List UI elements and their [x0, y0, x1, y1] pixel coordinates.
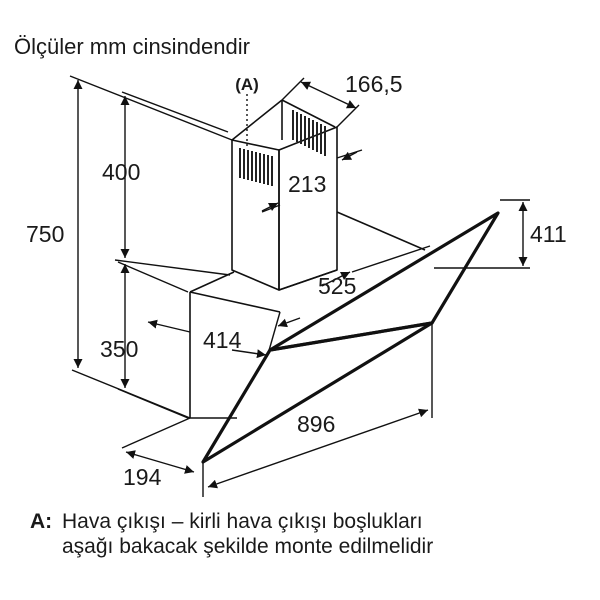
dim-depth-194 [121, 417, 195, 474]
dim-height-chimney-label: 400 [102, 159, 140, 185]
air-outlet-marker: (A) [235, 75, 259, 94]
hood-body-outline [189, 211, 426, 419]
dim-width-896-label: 896 [297, 411, 335, 437]
dim-depth-414-label: 414 [203, 327, 242, 353]
dim-height-total-label: 750 [26, 221, 64, 247]
glass-panel-lower [201, 321, 434, 464]
footnote-line-2: aşağı bakacak şekilde monte edilmelidir [62, 535, 433, 558]
footnote-key: A: [30, 510, 52, 533]
chimney-vent-slots [239, 110, 326, 186]
dim-width-chimney-label: 166,5 [345, 71, 403, 97]
dim-depth-chimney-label: 213 [288, 171, 326, 197]
footnote-line-1: Hava çıkışı – kirli hava çıkışı boşlukla… [62, 510, 423, 533]
dim-depth-525-label: 525 [318, 273, 356, 299]
dim-depth-414 [147, 311, 281, 359]
diagram-title: Ölçüler mm cinsindendir [14, 34, 250, 59]
dim-height-glass [434, 199, 530, 269]
dim-depth-194-label: 194 [123, 464, 162, 490]
dim-depth-chimney [261, 149, 363, 213]
dim-height-glass-label: 411 [530, 221, 567, 247]
dim-width-896 [202, 323, 433, 497]
dim-height-chimney [114, 91, 231, 276]
dim-width-chimney [281, 77, 360, 128]
dim-height-hood [117, 261, 189, 419]
dim-height-hood-label: 350 [100, 336, 138, 362]
dim-depth-525 [277, 245, 431, 328]
dim-height-total [69, 75, 233, 419]
